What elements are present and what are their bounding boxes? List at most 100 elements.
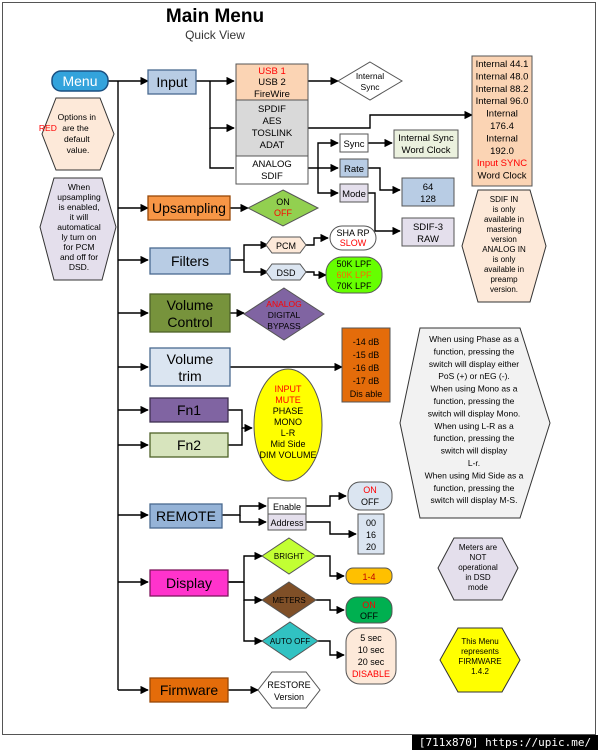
sdif-note-line: available in [484,215,524,224]
volume-trim-options[interactable]: -14 dB -15 dB -16 dB -17 dB Dis able [341,327,391,403]
rate-node[interactable]: Rate [339,158,369,178]
fn-note-line: function, pressing the [434,396,515,406]
meters-note-line: Meters are [459,543,498,552]
bright-options[interactable]: 1-4 [345,567,393,585]
svg-text:-17 dB: -17 dB [353,376,380,386]
page-frame [2,2,596,735]
svg-text:Sync: Sync [343,139,364,150]
up-note-line: upsampling [57,192,101,202]
svg-text:ON: ON [363,485,377,495]
note-functions: When using Phase as a function, pressing … [399,327,551,519]
pcm-node[interactable]: PCM [265,236,307,254]
auto-off-diamond[interactable]: AUTO OFF [261,621,319,661]
svg-text:AUTO OFF: AUTO OFF [270,637,310,646]
input-analog-group[interactable]: ANALOG SDIF [235,155,309,185]
fn-options-line: MONO [274,417,302,427]
svg-text:-15 dB: -15 dB [353,350,380,360]
svg-text:Address: Address [270,518,304,528]
dsd-node[interactable]: DSD [265,263,307,281]
auto-off-options[interactable]: 5 sec 10 sec 20 sec DISABLE [345,627,397,685]
input-label: Input [156,74,187,90]
menu-root-box[interactable]: Menu [51,70,109,92]
sdif-note-line: ANALOG IN [482,245,526,254]
svg-text:Enable: Enable [273,502,301,512]
fn-note-line: When using L-R as a [434,421,514,431]
remote-menu-item[interactable]: REMOTE [149,503,223,529]
bright-diamond[interactable]: BRIGHT [261,537,317,575]
fn-note-line: switch will display M-S. [431,495,518,505]
svg-text:BYPASS: BYPASS [267,321,301,331]
sync-options-box[interactable]: Internal Sync Word Clock [393,129,459,159]
fn1-menu-item[interactable]: Fn1 [149,397,229,423]
menu-label: Menu [62,73,97,89]
svg-text:DIGITAL: DIGITAL [268,310,301,320]
fn-note-line: switch will display [441,446,508,456]
firmware-options-hexagon[interactable]: RESTORE Version [257,671,321,709]
fn-note-line: switch will display either [429,359,519,369]
svg-text:Control: Control [167,314,212,330]
svg-text:20 sec: 20 sec [358,657,385,667]
upsampling-menu-item[interactable]: Upsampling [147,195,231,221]
mode-options-box[interactable]: SDIF-3 RAW [401,217,455,247]
fn-options-line: PHASE [273,406,304,416]
display-menu-item[interactable]: Display [149,569,229,597]
volume-control-menu-item[interactable]: Volume Control [149,293,231,333]
clock-list-line: Word Clock [478,171,527,182]
volume-trim-menu-item[interactable]: Volume trim [149,347,231,387]
note-defaults-line: Options in [58,112,97,122]
svg-text:RAW: RAW [417,234,439,245]
svg-text:16: 16 [366,530,376,540]
dsd-filter-options[interactable]: 50K LPF 60K LPF 70K LPF [325,256,383,294]
sdif-note-line: is only [493,205,516,214]
fn-note-line: When using Mid Side as a [425,470,524,480]
mode-node[interactable]: Mode [339,183,369,203]
svg-text:Sync: Sync [361,82,381,92]
option-spdif: SPDIF [258,104,286,115]
sync-node[interactable]: Sync [339,133,369,153]
svg-text:10 sec: 10 sec [358,645,385,655]
meters-options[interactable]: ON OFF [345,596,393,624]
meters-diamond[interactable]: METERS [261,581,317,619]
svg-text:00: 00 [366,518,376,528]
volume-control-options-diamond[interactable]: ANALOG DIGITAL BYPASS [243,287,325,341]
rate-options-box[interactable]: 64 128 [401,177,455,207]
up-note-line: automatical [57,222,101,232]
remote-address-node[interactable]: Address [267,513,307,531]
svg-text:OFF: OFF [360,611,378,621]
up-note-line: for PCM [63,242,94,252]
svg-text:OFF: OFF [274,208,292,218]
sdif-note-line: version [491,235,517,244]
connector-lines [108,76,473,695]
pcm-filter-options[interactable]: SHA RP SLOW [329,225,377,251]
note-defaults-red: RED [39,123,57,133]
svg-text:Rate: Rate [344,164,364,175]
svg-text:DSD: DSD [276,268,296,278]
svg-text:50K LPF: 50K LPF [336,259,372,269]
firmware-menu-item[interactable]: Firmware [149,677,229,703]
svg-text:60K LPF: 60K LPF [336,270,372,280]
remote-enable-node[interactable]: Enable [267,497,307,515]
remote-address-options[interactable]: 00 16 20 [357,513,385,555]
upsampling-options-diamond[interactable]: ON OFF [246,189,320,227]
fw-note-line: represents [461,647,499,656]
internal-sync-diamond[interactable]: Internal Sync [337,61,403,101]
input-menu-item[interactable]: Input [147,69,197,95]
fn2-menu-item[interactable]: Fn2 [149,432,229,458]
up-note-line: ly turn on [62,232,97,242]
fn-note-line: When using Phase as a [429,334,519,344]
up-note-line: is enabled, [58,202,99,212]
remote-enable-options[interactable]: ON OFF [347,481,393,511]
input-spdif-group[interactable]: SPDIF AES TOSLINK ADAT [235,99,309,157]
filters-menu-item[interactable]: Filters [149,247,231,275]
fn-note-line: function, pressing the [434,346,515,356]
diagram-subtitle: Quick View [185,28,245,42]
input-usb-group[interactable]: USB 1 USB 2 FireWire [235,63,309,101]
